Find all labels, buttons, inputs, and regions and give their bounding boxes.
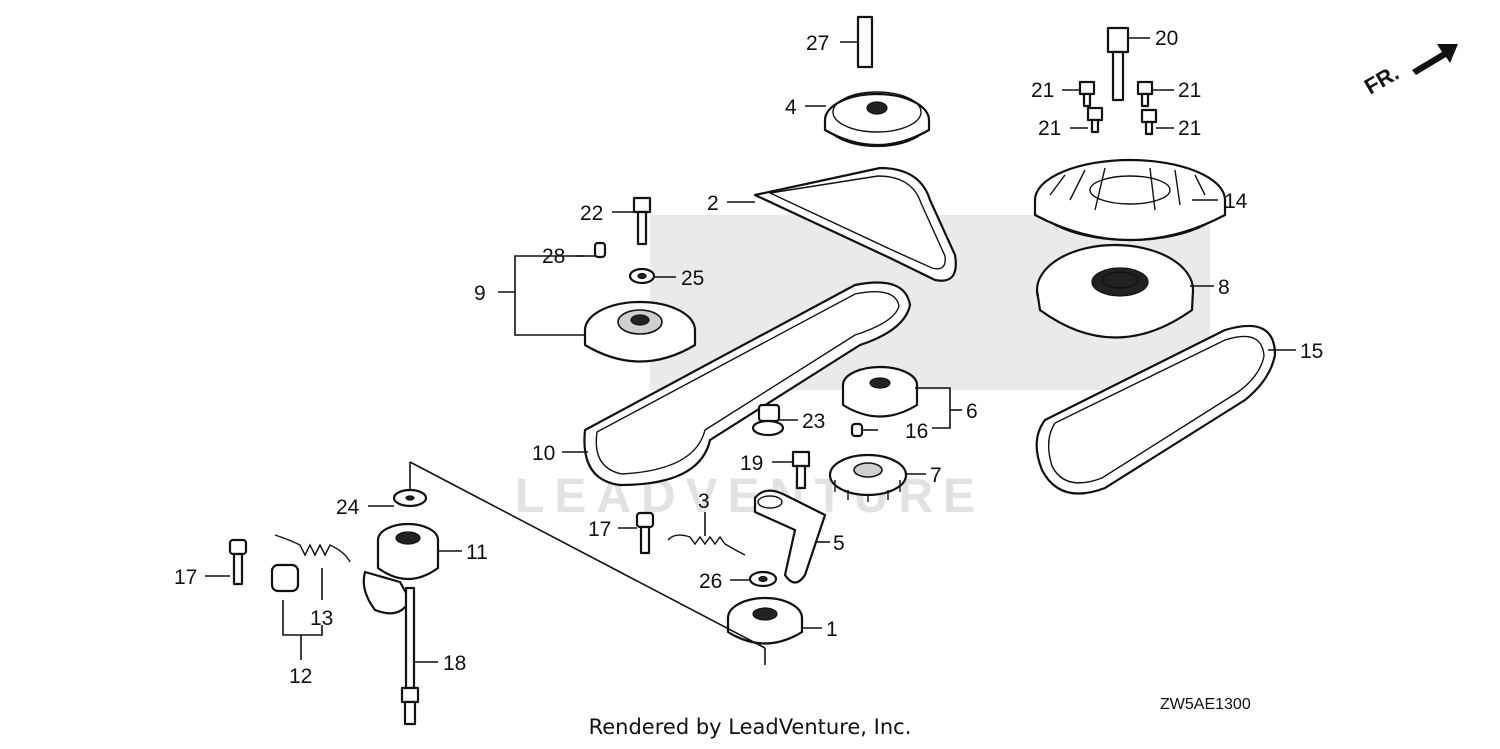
part-15-v-belt bbox=[1035, 324, 1296, 495]
callout-7: 7 bbox=[930, 464, 942, 487]
callout-28: 28 bbox=[542, 245, 565, 268]
callout-27: 27 bbox=[806, 32, 829, 55]
watermark-text: LEADVENTURE bbox=[515, 470, 985, 523]
callout-23: 23 bbox=[802, 410, 825, 433]
part-11-tensioner-pulley bbox=[362, 522, 462, 615]
front-direction-indicator: FR. bbox=[1360, 44, 1458, 99]
callout-14: 14 bbox=[1224, 190, 1248, 213]
callout-21-d: 21 bbox=[1178, 117, 1201, 140]
callout-11: 11 bbox=[466, 541, 488, 564]
callout-24: 24 bbox=[336, 496, 360, 519]
part-26-washer bbox=[730, 570, 778, 588]
callout-22: 22 bbox=[580, 202, 603, 225]
callout-8: 8 bbox=[1218, 276, 1230, 299]
part-23-plug bbox=[751, 403, 798, 437]
callout-9: 9 bbox=[474, 282, 486, 305]
callout-5: 5 bbox=[833, 532, 845, 555]
part-21-bolts bbox=[1062, 80, 1174, 136]
callout-18: 18 bbox=[443, 652, 466, 675]
part-9-bracket bbox=[498, 255, 585, 336]
callout-12: 12 bbox=[289, 665, 312, 688]
callout-21-b: 21 bbox=[1178, 79, 1201, 102]
callout-25: 25 bbox=[681, 267, 704, 290]
front-direction-arrow-icon bbox=[1412, 44, 1458, 75]
part-22-bolt bbox=[612, 196, 652, 246]
assembly-reference-line bbox=[409, 461, 766, 665]
part-17-bolt-right bbox=[618, 511, 655, 555]
callout-17-left: 17 bbox=[174, 566, 197, 589]
callout-labels: 1 2 3 4 5 6 7 8 9 10 11 12 13 14 15 16 1… bbox=[174, 27, 1323, 688]
callout-2: 2 bbox=[707, 192, 719, 215]
part-18-stud bbox=[400, 586, 438, 726]
part-16-pin bbox=[850, 422, 878, 438]
part-4-cam-pulley bbox=[805, 91, 931, 148]
part-1-idler-pulley bbox=[726, 596, 822, 645]
part-24-washer bbox=[368, 462, 428, 508]
callout-13: 13 bbox=[310, 607, 333, 630]
part-27-key bbox=[840, 15, 874, 69]
callout-21-c: 21 bbox=[1038, 117, 1061, 140]
callout-1: 1 bbox=[826, 618, 838, 641]
callout-16: 16 bbox=[905, 420, 928, 443]
part-28-pin bbox=[575, 241, 607, 259]
front-direction-label: FR. bbox=[1360, 60, 1403, 99]
callout-6: 6 bbox=[966, 400, 978, 423]
part-12-collar bbox=[270, 563, 323, 660]
callout-19: 19 bbox=[740, 452, 763, 475]
callout-21-a: 21 bbox=[1031, 79, 1054, 102]
part-9-crank-pulley bbox=[583, 300, 697, 363]
part-10-timing-belt bbox=[562, 281, 912, 487]
part-6-gear bbox=[841, 365, 962, 429]
callout-15: 15 bbox=[1300, 340, 1323, 363]
callout-3: 3 bbox=[698, 490, 710, 513]
part-13-spring bbox=[274, 534, 351, 600]
diagram-code: ZW5AE1300 bbox=[1160, 696, 1251, 713]
part-20-bolt bbox=[1106, 26, 1150, 102]
footer-credit: Rendered by LeadVenture, Inc. bbox=[588, 715, 912, 739]
part-14-cooling-fan bbox=[1033, 158, 1227, 242]
callout-4: 4 bbox=[785, 96, 797, 119]
part-7-sprocket bbox=[828, 453, 926, 502]
callout-17-right: 17 bbox=[588, 518, 611, 541]
part-2-timing-belt bbox=[727, 166, 957, 282]
part-25-washer bbox=[628, 267, 676, 285]
part-17-bolt-left bbox=[205, 538, 248, 586]
callout-26: 26 bbox=[699, 570, 722, 593]
part-8-drive-pulley bbox=[1035, 243, 1214, 339]
part-19-bolt bbox=[772, 450, 811, 490]
part-3-spring bbox=[667, 512, 746, 556]
callout-10: 10 bbox=[532, 442, 555, 465]
callout-20: 20 bbox=[1155, 27, 1178, 50]
part-5-tensioner-arm bbox=[753, 489, 830, 584]
